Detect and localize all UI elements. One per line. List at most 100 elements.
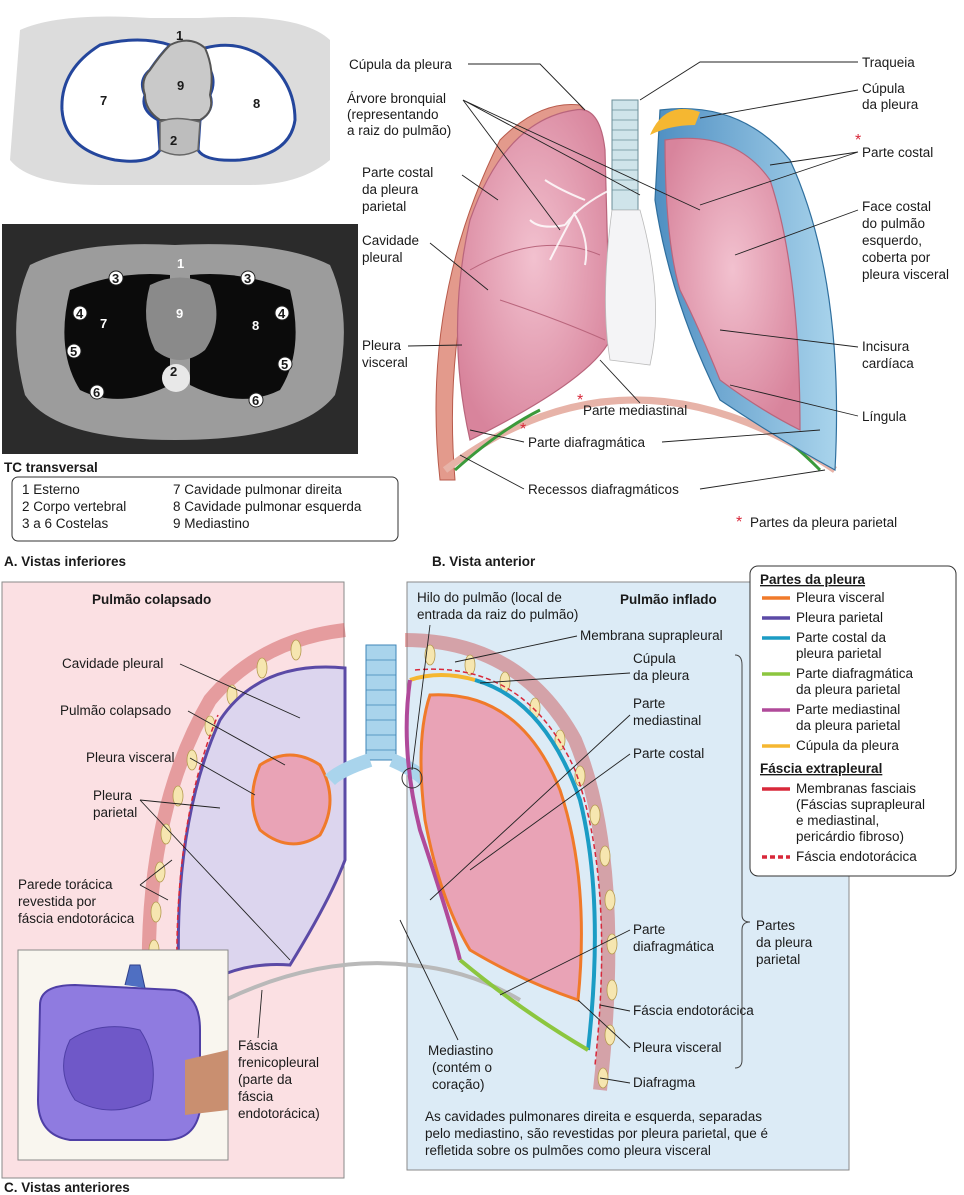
- legend-c1-label-5-0: Cúpula da pleura: [796, 738, 899, 753]
- c-label-diafragma: Diafragma: [633, 1075, 696, 1090]
- b-label-face-3: esquerdo,: [862, 233, 922, 248]
- c-label-cavidade: Cavidade pleural: [62, 656, 163, 671]
- legend-a-1: 1 Esterno: [22, 482, 80, 497]
- b-lead-diafragmatica: [469, 429, 821, 443]
- b-label-traqueia: Traqueia: [862, 55, 915, 70]
- b-lead-costal: [461, 174, 499, 201]
- a-top-num-9: 9: [177, 78, 184, 93]
- c-right-title: Pulmão inflado: [620, 592, 717, 607]
- legend-c2-label-0-2: e mediastinal,: [796, 813, 879, 828]
- c-label-cupula-1: Cúpula: [633, 651, 676, 666]
- c-label-partes-3: parietal: [756, 952, 800, 967]
- b-label-recessos: Recessos diafragmáticos: [528, 482, 679, 497]
- b-lead-recessos: [459, 454, 826, 490]
- b-label-mediastinal: Parte mediastinal: [583, 403, 687, 418]
- c-label-mediastino-3: coração): [432, 1077, 485, 1092]
- c-lead-diafragmatica: [499, 929, 631, 996]
- c-lead-pulmao: [187, 710, 286, 766]
- c-lead-hilo: [411, 624, 431, 771]
- b-label-costal-2: da pleura: [362, 182, 419, 197]
- c-lead-cupula: [479, 672, 631, 684]
- c-label-hilo-2: entrada da raiz do pulmão): [417, 607, 578, 622]
- ct-num-4a: 4: [76, 306, 84, 321]
- b-lead-arvore: [462, 99, 701, 231]
- c-label-mediastino-1: Mediastino: [428, 1043, 493, 1058]
- ct-num-2: 2: [170, 364, 177, 379]
- legend-c1-label-4-1: da pleura parietal: [796, 718, 900, 733]
- c-note-1: As cavidades pulmonares direita e esquer…: [425, 1109, 762, 1124]
- b-label-face-5: pleura visceral: [862, 267, 949, 282]
- b-asterisk-mediastinal: *: [577, 392, 583, 409]
- c-label-partes-1: Partes: [756, 918, 795, 933]
- panel-b-illustration: [435, 99, 838, 481]
- c-label-fascia-endo: Fáscia endotorácica: [633, 1003, 754, 1018]
- c-lead-diafragma: [599, 1077, 631, 1084]
- cupula-yellow: [650, 108, 700, 135]
- legend-c1-label-1-0: Pleura parietal: [796, 610, 883, 625]
- ct-num-6b: 6: [252, 393, 259, 408]
- legend-c1-label-2-0: Parte costal da: [796, 630, 887, 645]
- legend-c-title1: Partes da pleura: [760, 572, 866, 587]
- legend-c2-label-0-1: (Fáscias suprapleural: [796, 797, 925, 812]
- b-label-cavidade-1: Cavidade: [362, 233, 419, 248]
- b-label-pv-2: visceral: [362, 355, 408, 370]
- c-label-frenico-4: fáscia: [238, 1089, 274, 1104]
- b-lead-costal-right: [699, 151, 859, 206]
- legend-c1-label-2-1: pleura parietal: [796, 646, 882, 661]
- c-label-parede-1: Parede torácica: [18, 877, 113, 892]
- legend-c1-label-0-0: Pleura visceral: [796, 590, 885, 605]
- legend-c1-label-4-0: Parte mediastinal: [796, 702, 900, 717]
- ct-num-3a: 3: [112, 271, 119, 286]
- c-lead-pp: [139, 799, 291, 961]
- c-label-parede-3: fáscia endotorácica: [18, 911, 135, 926]
- b-label-cavidade-2: pleural: [362, 250, 403, 265]
- b-label-face-1: Face costal: [862, 199, 931, 214]
- b-lead-traqueia: [639, 61, 858, 101]
- c-lead-mediastino: [399, 919, 459, 1041]
- c-label-parede-2: revestida por: [18, 894, 97, 909]
- ct-num-1: 1: [177, 256, 184, 271]
- c-lead-frenico: [257, 989, 263, 1039]
- b-label-face-2: do pulmão: [862, 216, 925, 231]
- c-brace: [734, 654, 751, 1069]
- b-lead-cupula-right: [699, 89, 859, 119]
- legend-c2-label-0-3: pericárdio fibroso): [796, 829, 904, 844]
- b-label-face-4: coberta por: [862, 250, 931, 265]
- right-lung: [456, 108, 611, 441]
- c-lead-cavidade: [179, 663, 301, 719]
- panel-a-illustration: 1 9 7 8 2: [10, 16, 330, 185]
- ct-title: TC transversal: [4, 460, 98, 475]
- ct-num-6a: 6: [93, 385, 100, 400]
- b-label-incisura-2: cardíaca: [862, 356, 914, 371]
- c-note-3: refletida sobre os pulmões como pleura v…: [425, 1143, 711, 1158]
- c-label-cupula-2: da pleura: [633, 668, 690, 683]
- b-label-pv-1: Pleura: [362, 338, 402, 353]
- c-label-pleura-visceral: Pleura visceral: [633, 1040, 722, 1055]
- c-label-mediastinal-1: Parte: [633, 696, 665, 711]
- c-lead-mediastinal: [429, 714, 631, 901]
- legend-c1-label-3-1: da pleura parietal: [796, 682, 900, 697]
- c-label-membrana: Membrana suprapleural: [580, 628, 723, 643]
- b-label-cupula-r1: Cúpula: [862, 81, 905, 96]
- c-label-frenico-2: frenicopleural: [238, 1055, 319, 1070]
- b-label-cupula-left: Cúpula da pleura: [349, 57, 452, 72]
- c-label-pulmao: Pulmão colapsado: [60, 703, 171, 718]
- ct-num-7: 7: [100, 316, 107, 331]
- ct-num-4b: 4: [278, 306, 286, 321]
- b-label-incisura-1: Incisura: [862, 339, 910, 354]
- legend-a-3: 3 a 6 Costelas: [22, 516, 109, 531]
- ct-num-5b: 5: [281, 357, 288, 372]
- mediastinum-b: [605, 209, 657, 366]
- b-asterisk-note: *: [736, 514, 742, 531]
- b-label-arvore-2: (representando: [347, 107, 439, 122]
- ct-num-3b: 3: [244, 271, 251, 286]
- c-note-2: pelo mediastino, são revestidas por pleu…: [425, 1126, 768, 1141]
- c-label-diafragmatica-1: Parte: [633, 922, 665, 937]
- b-label-costal-1: Parte costal: [362, 165, 433, 180]
- c-lead-parede: [139, 859, 173, 901]
- c-label-hilo-1: Hilo do pulmão (local de: [417, 590, 562, 605]
- c-label-frenico-1: Fáscia: [238, 1038, 278, 1053]
- b-lead-cupula-left: [468, 63, 586, 111]
